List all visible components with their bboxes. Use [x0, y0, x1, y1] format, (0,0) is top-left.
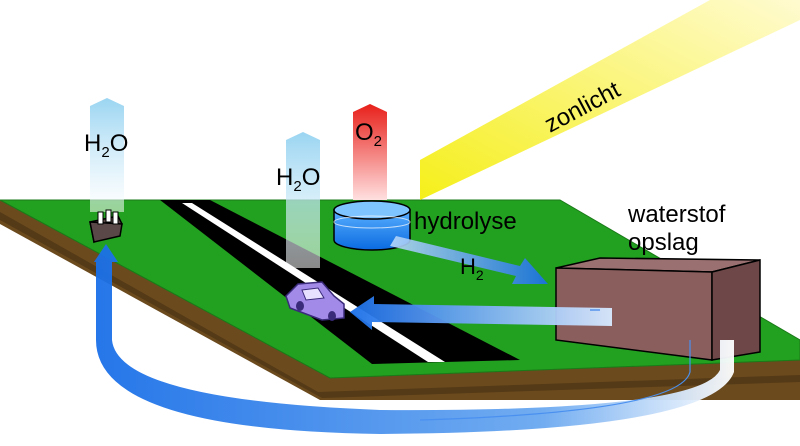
sunlight-beam [420, 0, 800, 200]
car-vapor-arrow [286, 132, 320, 268]
return-arrow-thin-line [419, 340, 691, 421]
storage-label-line2: opslag [628, 229, 699, 256]
h2-arrow [390, 236, 548, 284]
h2-label: H2 [460, 254, 484, 283]
storage-to-car-arrow [350, 296, 612, 330]
car-h2o-label: H2O [276, 164, 320, 195]
storage-label-line1: waterstof [627, 201, 726, 228]
hydrolysis-label: hydrolyse [414, 208, 517, 235]
oxygen-arrow [353, 104, 387, 200]
car-icon [285, 281, 345, 321]
factory-icon [89, 209, 123, 244]
factory-vapor-arrow [90, 98, 124, 212]
hydrogen-storage-block [555, 257, 761, 361]
oxygen-label: O2 [355, 119, 382, 150]
hydrolysis-tank [333, 200, 411, 251]
factory-h2o-label: H2O [84, 130, 128, 161]
